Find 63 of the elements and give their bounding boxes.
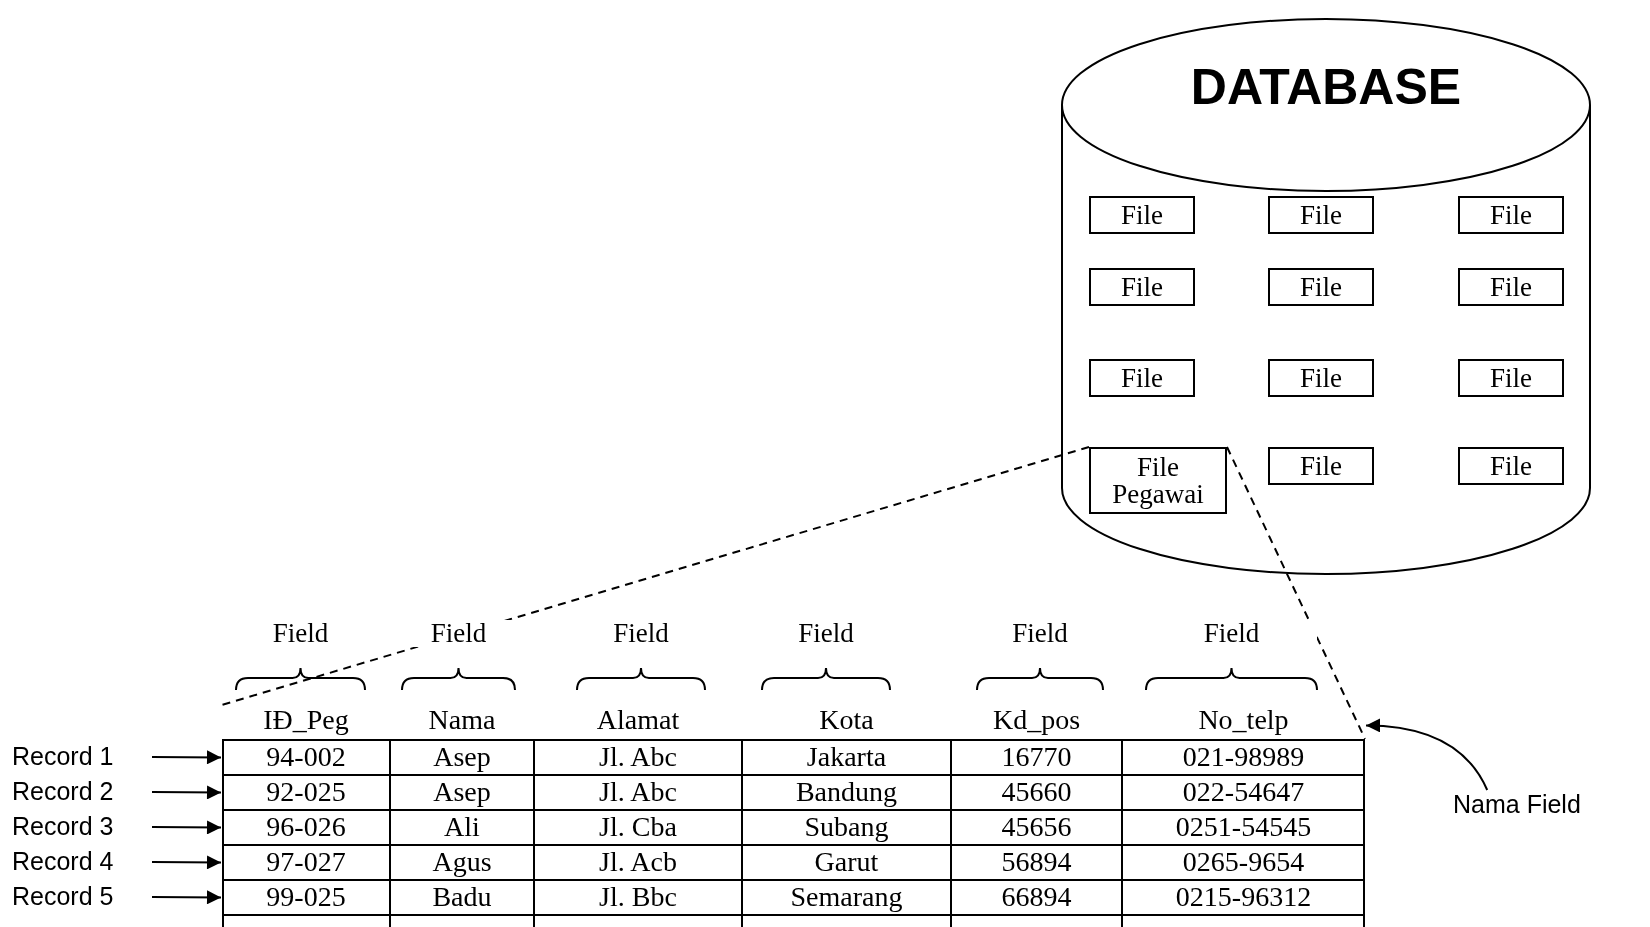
table-cell-text: Asep xyxy=(432,775,492,809)
file-box: File xyxy=(1458,268,1564,306)
table-cell-text: Jl. Abc xyxy=(598,775,678,809)
record-label: Record 2 xyxy=(12,777,152,807)
arrow xyxy=(1365,718,1489,791)
database-title: DATABASE xyxy=(1189,62,1463,112)
table-cell-text: Jl. Cba xyxy=(598,810,678,844)
file-box: File xyxy=(1268,268,1374,306)
callout-text: Nama Field xyxy=(1453,790,1633,822)
column-header: IĐ_Peg xyxy=(262,703,350,737)
table-cell-text: 0215-96312 xyxy=(1174,880,1313,914)
arrow xyxy=(151,785,222,800)
table-cell-text: Jl. Bbc xyxy=(598,880,678,914)
column-header: Kota xyxy=(818,703,875,737)
arrow xyxy=(151,750,222,765)
file-box: File xyxy=(1458,359,1564,397)
table-cell-text: 022-54647 xyxy=(1181,775,1306,809)
arrow xyxy=(151,890,222,905)
dashed-line xyxy=(220,446,1090,707)
table-cell-text: Semarang xyxy=(789,880,904,914)
record-label: Record 5 xyxy=(12,882,152,912)
table-cell-text: Asep xyxy=(432,740,492,774)
table-cell-text: Jl. Acb xyxy=(598,845,678,879)
column-header: Alamat xyxy=(595,703,681,737)
table-cell-text: Agus xyxy=(431,845,493,879)
file-box: File xyxy=(1458,196,1564,234)
table-cell-text: 97-027 xyxy=(265,845,347,879)
file-box: File xyxy=(1268,196,1374,234)
record-label: Record 3 xyxy=(12,812,152,842)
dashed-line xyxy=(1226,446,1366,740)
table-cell-text: 99-025 xyxy=(265,880,347,914)
arrow xyxy=(151,820,222,835)
table-cell-text: 0265-9654 xyxy=(1181,845,1306,879)
column-header: Kd_pos xyxy=(991,703,1082,737)
table-cell-text: Jakarta xyxy=(805,740,888,774)
file-box: File xyxy=(1268,359,1374,397)
table-cell-text: Jl. Abc xyxy=(598,740,678,774)
table-cell-text: 45660 xyxy=(1000,775,1073,809)
table-cell-text: Badu xyxy=(431,880,493,914)
file-box: File xyxy=(1089,196,1195,234)
file-box: File xyxy=(1089,268,1195,306)
table-cell-text: 92-025 xyxy=(265,775,347,809)
table-cell-text: 56894 xyxy=(1000,845,1073,879)
table-cell-text: Garut xyxy=(813,845,880,879)
table-cell-text: 16770 xyxy=(1000,740,1073,774)
record-label: Record 4 xyxy=(12,847,152,877)
column-header: No_telp xyxy=(1197,703,1290,737)
file-box: File xyxy=(1268,447,1374,485)
table-cell-text: Subang xyxy=(803,810,890,844)
table-cell-text: 021-98989 xyxy=(1181,740,1306,774)
file-box: File Pegawai xyxy=(1089,447,1227,514)
column-header: Nama xyxy=(427,703,497,737)
file-box: File xyxy=(1458,447,1564,485)
table-cell-text: Ali xyxy=(443,810,481,844)
record-label: Record 1 xyxy=(12,742,152,772)
file-box: File xyxy=(1089,359,1195,397)
table-cell-text: 94-002 xyxy=(265,740,347,774)
table-cell-text: 45656 xyxy=(1000,810,1073,844)
table-cell-text: 96-026 xyxy=(265,810,347,844)
table-cell-text: 0251-54545 xyxy=(1174,810,1313,844)
arrow xyxy=(151,855,222,870)
table-cell-text: Bandung xyxy=(794,775,899,809)
table-cell-text: 66894 xyxy=(1000,880,1073,914)
